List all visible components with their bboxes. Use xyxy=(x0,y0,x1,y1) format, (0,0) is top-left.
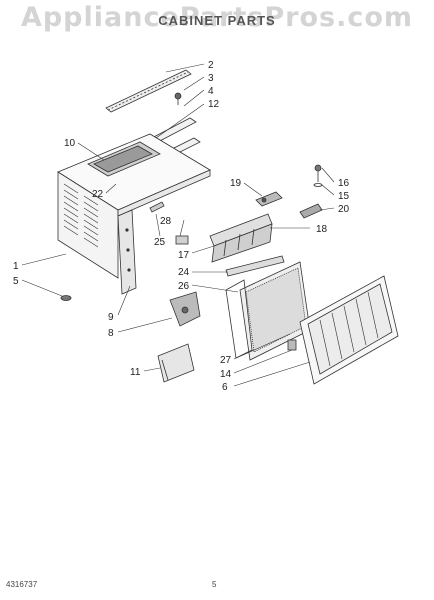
top-rail-part xyxy=(105,69,192,113)
leader-line xyxy=(21,279,63,297)
leader-line xyxy=(191,284,239,293)
top-grille-part xyxy=(87,141,161,177)
cabinet-body xyxy=(57,133,211,279)
leader-line xyxy=(183,76,205,91)
leader-line xyxy=(243,182,263,197)
leader-line xyxy=(155,103,205,139)
watermark-text: AppliancePartsPros.com xyxy=(20,2,414,33)
leader-line xyxy=(117,317,173,333)
leader-line xyxy=(117,285,131,316)
callout-9: 9 xyxy=(108,312,114,323)
leader-line xyxy=(105,183,117,194)
callout-12: 12 xyxy=(208,99,220,110)
air-deflector-part xyxy=(209,213,273,263)
callout-11: 11 xyxy=(130,367,141,378)
leader-line xyxy=(319,207,335,211)
callout-27: 27 xyxy=(220,355,232,366)
clip-part xyxy=(299,203,323,219)
leader-line xyxy=(233,349,293,374)
callout-14: 14 xyxy=(220,369,232,380)
filter-frame-part xyxy=(225,279,253,359)
callout-26: 26 xyxy=(178,281,190,292)
callout-6: 6 xyxy=(222,382,228,393)
callout-17: 17 xyxy=(178,250,190,261)
leader-line xyxy=(233,361,311,387)
mounting-screw-part xyxy=(313,164,323,187)
page-title: CABINET PARTS xyxy=(158,13,276,28)
callout-5: 5 xyxy=(13,276,19,287)
leader-line xyxy=(165,63,205,73)
callout-20: 20 xyxy=(338,204,350,215)
leader-line xyxy=(191,245,215,254)
leader-line xyxy=(321,184,335,196)
leader-line xyxy=(183,89,205,107)
callout-1: 1 xyxy=(13,261,19,272)
leader-line xyxy=(321,167,335,183)
leader-line xyxy=(155,213,161,237)
hinge-bracket-part xyxy=(169,291,201,327)
callout-10: 10 xyxy=(64,138,76,149)
front-flange-part xyxy=(117,209,137,295)
document-part-number: 4316737 xyxy=(6,580,38,589)
bracket-part xyxy=(149,201,189,245)
side-panel-part xyxy=(157,343,195,383)
callout-3: 3 xyxy=(208,73,214,84)
screw-part xyxy=(174,92,182,105)
callout-28: 28 xyxy=(160,216,172,227)
leader-line xyxy=(233,333,291,360)
callout-19: 19 xyxy=(230,178,242,189)
callout-24: 24 xyxy=(178,267,190,278)
leader-line xyxy=(77,142,105,161)
control-bracket-part xyxy=(255,191,283,207)
callout-4: 4 xyxy=(208,86,214,97)
callout-25: 25 xyxy=(154,237,166,248)
callout-18: 18 xyxy=(316,224,328,235)
callout-2: 2 xyxy=(208,60,214,71)
leader-line xyxy=(179,219,185,237)
leader-line xyxy=(143,367,161,372)
callout-15: 15 xyxy=(338,191,350,202)
lower-rail-part xyxy=(225,255,285,277)
front-grille-part xyxy=(287,275,399,385)
leader-line xyxy=(21,253,67,266)
page-number: 5 xyxy=(212,580,217,589)
filter-panel-part xyxy=(239,261,311,361)
callout-16: 16 xyxy=(338,178,350,189)
base-screw-part xyxy=(60,295,72,301)
callout-8: 8 xyxy=(108,328,114,339)
callout-22: 22 xyxy=(92,189,104,200)
